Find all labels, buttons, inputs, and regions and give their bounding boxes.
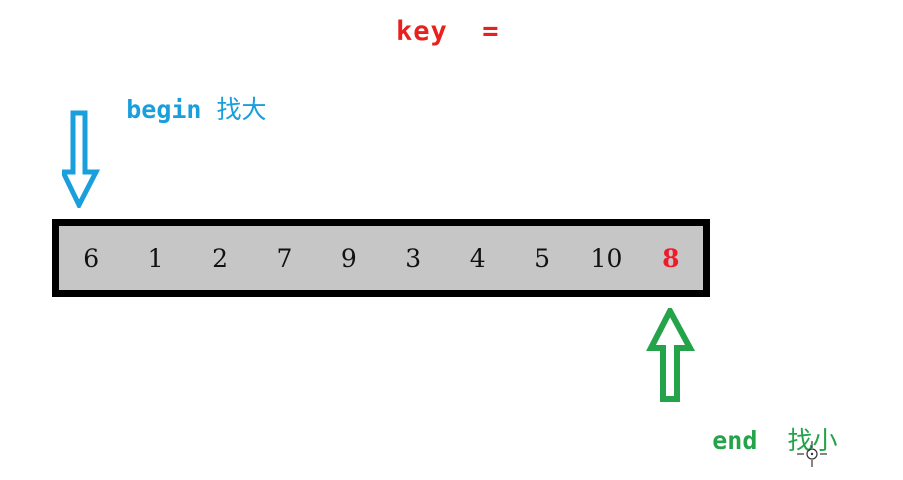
array-cell: 9 (340, 243, 357, 273)
array-cell: 5 (534, 243, 550, 273)
array-cell-key: 8 (662, 243, 680, 273)
up-arrow-icon (646, 304, 696, 402)
array-container: 6 1 2 7 9 3 4 5 10 8 (52, 219, 710, 297)
array-cell: 6 (83, 243, 100, 273)
array-cell: 2 (212, 243, 228, 273)
down-arrow-icon (59, 110, 106, 211)
array-cell: 1 (147, 243, 164, 273)
end-label-text: end (712, 426, 758, 455)
array-cell: 4 (469, 243, 486, 273)
array-cell: 7 (276, 243, 293, 273)
array-cell: 10 (590, 243, 623, 273)
begin-annotation-label: begin 找大 (66, 72, 267, 147)
drawing-canvas: key = begin 找大 6 1 2 7 9 3 4 5 10 8 end … (52, 16, 838, 467)
begin-label-text: begin (126, 95, 202, 124)
end-annotation-label: end 找小 (652, 403, 837, 478)
key-title: key = (396, 16, 500, 47)
array-cell: 3 (405, 243, 422, 273)
crosshair-icon (797, 441, 827, 467)
begin-label-cn: 找大 (216, 95, 267, 124)
